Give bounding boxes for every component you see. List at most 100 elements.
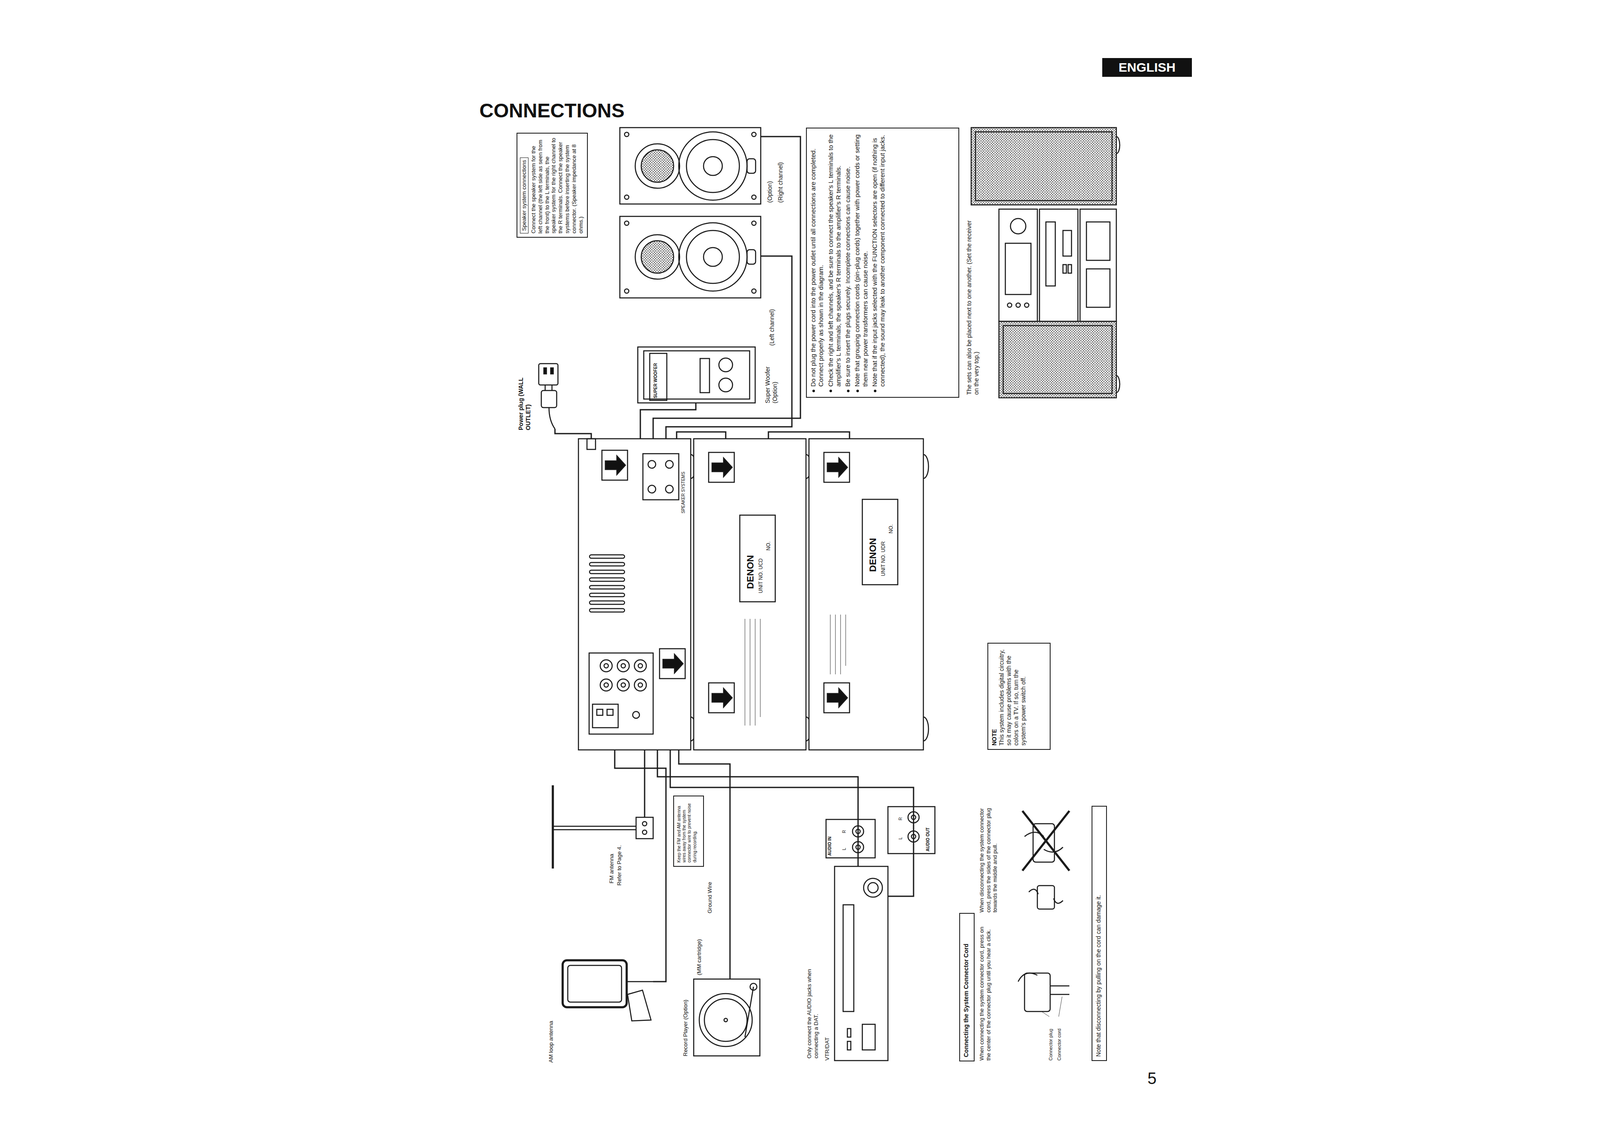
instruction-text: Connect the speaker system for the left … — [530, 137, 585, 234]
front-view-stack — [1003, 325, 1113, 394]
instruction-text: When disconnecting the system connector … — [978, 805, 999, 913]
speaker-left-drawing — [619, 216, 761, 298]
receiver-back-drawing — [648, 485, 656, 494]
receiver-back-drawing — [662, 654, 684, 674]
am-loop-antenna-drawing — [626, 981, 654, 983]
cassette-unit-drawing — [827, 688, 848, 708]
text-column: Note that disconnecting by pulling on th… — [1092, 806, 1105, 1061]
front-view-stack — [971, 127, 1120, 398]
receiver-back-drawing — [617, 679, 630, 692]
node-text: Do not plug the power cord into the powe… — [809, 131, 826, 394]
bullet — [829, 389, 833, 393]
receiver-back-drawing — [604, 663, 609, 669]
fm-antenna-drawing — [642, 830, 647, 835]
record-player-drawing — [704, 998, 748, 1042]
receiver-back-drawing — [589, 608, 625, 613]
super-woofer-drawing — [637, 347, 756, 403]
record-player: Record Player (Option) — [693, 979, 760, 1057]
node-text: DENON — [867, 508, 879, 573]
power-plug: Power plug (WALL OUTLET) — [538, 362, 571, 430]
fm-antenna-drawing — [552, 785, 654, 869]
record-player-drawing — [724, 1018, 728, 1022]
node-text: Refer to Page 4. — [616, 836, 623, 886]
receiver-back-drawing — [659, 648, 686, 679]
signal-wire — [665, 256, 792, 439]
node-text: Be sure to insert the plugs securely. In… — [843, 131, 852, 394]
receiver-back-drawing — [589, 554, 625, 559]
text-column: Do not plug the power cord into the powe… — [806, 128, 891, 398]
front-view-stack — [1039, 209, 1078, 322]
power-plug-drawing — [544, 385, 546, 391]
front-view-stack — [1116, 136, 1120, 154]
am-loop-antenna-drawing — [562, 960, 654, 1022]
instruction-text: When connecting the system connector cor… — [978, 917, 992, 1061]
audio-jack-panel — [826, 819, 876, 859]
note-text: The sets can also be placed next to one … — [965, 215, 981, 395]
super-woofer: SUPER WOOFERSuper Woofer (Option) — [637, 347, 756, 403]
connector-cord-illustration — [1022, 811, 1070, 871]
receiver-back-drawing — [589, 653, 654, 735]
vtr-dat-drawing — [834, 866, 888, 1061]
vtr-dat-drawing — [867, 882, 879, 894]
node-text: FM antenna — [608, 836, 616, 884]
node-text: NOTE — [990, 647, 999, 746]
receiver-back-drawing — [621, 683, 626, 688]
connector-cord-illustration — [1018, 973, 1038, 982]
node-text: Super Woofer (Option) — [764, 347, 779, 404]
vtr-dat: Only connect the AUDIO jacks when connec… — [834, 866, 888, 1061]
connector-cord-illustration — [1037, 885, 1055, 910]
receiver-back-drawing — [601, 450, 628, 481]
caution-box: Note that disconnecting by pulling on th… — [1091, 805, 1107, 1062]
cassette-unit-drawing — [862, 499, 898, 585]
audio-jack-panel — [887, 806, 935, 854]
receiver-back-drawing — [578, 438, 691, 751]
cd-unit-drawing — [693, 438, 806, 751]
speaker-left-drawing — [747, 249, 756, 265]
bullet — [856, 389, 859, 393]
language-label: ENGLISH — [1118, 59, 1176, 76]
node-text: AM loop antenna — [547, 1013, 555, 1063]
bullet — [873, 389, 877, 393]
front-view-stack — [1005, 243, 1031, 295]
node-text: UNIT NO. UCD — [757, 525, 764, 594]
bullet — [846, 389, 850, 393]
front-view-stack — [1010, 218, 1026, 234]
power-plug-drawing — [550, 367, 554, 374]
text-column: NOTEThis system includes digital circuit… — [988, 643, 1030, 750]
receiver-back-drawing — [589, 585, 625, 590]
connector-cord-illustration — [1028, 889, 1039, 895]
speaker-right-drawing — [686, 139, 740, 193]
cassette-unit-drawing — [923, 454, 929, 479]
cd-unit-drawing — [759, 618, 761, 718]
power-plug-drawing — [548, 407, 555, 430]
speaker-right-drawing — [747, 158, 756, 174]
signal-wire — [768, 432, 850, 439]
front-view-stack — [1045, 221, 1056, 287]
cd-unit-drawing — [708, 683, 735, 713]
cd-unit-drawing — [739, 515, 776, 602]
caution-box: Do not plug the power cord into the powe… — [805, 127, 960, 398]
signal-wire — [653, 136, 801, 439]
cassette-unit: DENONUNIT NO. UDRNO. — [808, 438, 924, 751]
receiver-back-drawing — [578, 438, 696, 751]
signal-wire — [657, 750, 859, 867]
receiver-back-drawing — [648, 460, 656, 469]
front-view-stack — [1116, 375, 1120, 393]
record-player-drawing — [744, 986, 754, 1038]
fm-antenna-drawing — [552, 829, 637, 831]
node-text: Note that grouping connection cords (pin… — [853, 131, 870, 394]
front-view-stack — [1086, 221, 1110, 261]
speaker-left-drawing — [619, 216, 761, 298]
speaker: (Left channel) — [619, 216, 761, 298]
front-view-stack — [998, 209, 1038, 322]
node-text: (Right channel) — [776, 145, 785, 203]
connector-cord-illustration — [1022, 811, 1070, 871]
cassette-unit-drawing — [923, 717, 929, 742]
receiver-back-drawing — [586, 438, 596, 450]
record-player-drawing — [699, 993, 753, 1047]
power-plug-drawing — [541, 390, 557, 408]
speaker-right-drawing — [751, 132, 757, 137]
front-view-stack — [1068, 264, 1072, 274]
bullet — [812, 389, 815, 393]
